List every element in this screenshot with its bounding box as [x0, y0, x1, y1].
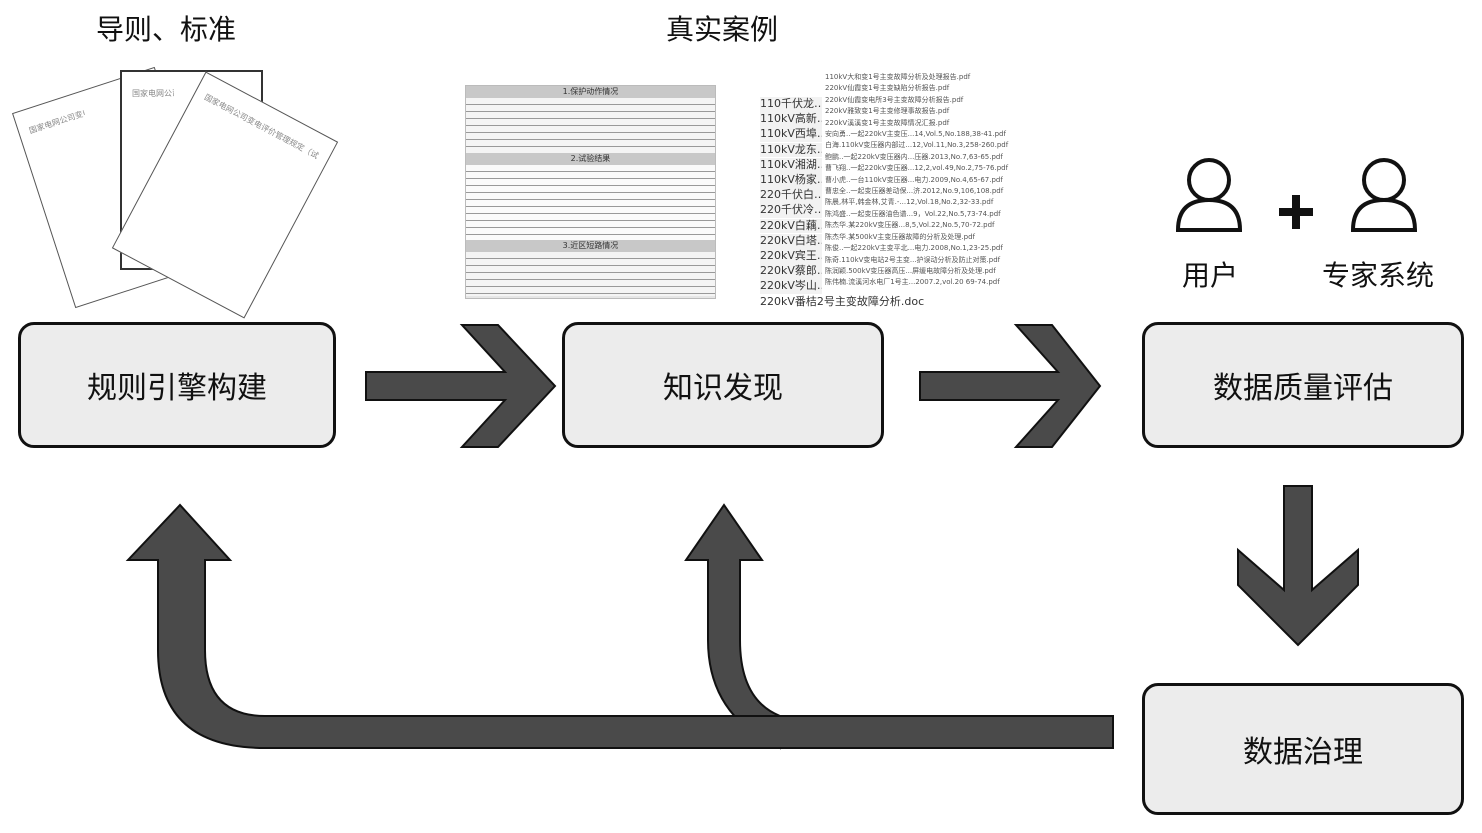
file-item: 220kV宾王…: [760, 249, 822, 264]
user-label: 用户: [1182, 259, 1239, 292]
file-item: 220千伏白…: [760, 188, 822, 203]
file-item: 陈杰华.某500kV主变压器故障的分析及处理.pdf: [825, 232, 976, 241]
file-item: 220kV岑山…: [760, 279, 822, 295]
feedback-arrow-to-rule-engine: [125, 503, 1114, 749]
document-title: 国家电网公司变电评价管理规定（试行）: [132, 89, 174, 98]
file-item: 220kV仙霞变电所3号主变故障分析报告.pdf: [825, 95, 964, 104]
file-item: 220kV雅致变1号主变修理事故报告.pdf: [825, 107, 950, 116]
table-section-title: 1.保护动作情况: [466, 86, 715, 98]
knowledge-discovery-box: 知识发现: [562, 322, 884, 448]
plus-icon: [1279, 195, 1313, 229]
file-item: 110kV杨家…: [760, 173, 822, 188]
expert-system-label: 专家系统: [1322, 259, 1435, 292]
file-item: 陈俊..一起220kV主变平北...电力.2008,No.1,23-25.pdf: [825, 244, 1003, 253]
file-item: 110kV高新…: [760, 112, 822, 127]
file-item: 陈润颖.500kV变压器高压...屏缓电故障分析及处理.pdf: [825, 266, 996, 275]
file-item: 220kV番桔2号主变故障分析.doc: [760, 294, 925, 310]
file-item: 110千伏龙…: [760, 97, 822, 112]
file-item: 220kV溪溪变1号主变故障情况汇报.pdf: [825, 118, 950, 127]
arrow-down: [1237, 485, 1359, 647]
file-item: 110kV西埠…: [760, 127, 822, 143]
file-item: 110kV龙东…: [760, 142, 822, 158]
file-item: 鲍鹏..一起220kV变压器内...压器.2013,No.7,63-65.pdf: [825, 152, 1003, 161]
rule-engine-box: 规则引擎构建: [18, 322, 336, 448]
file-item: 陈杰华.某220kV变压器...8,5,Vol.22,No.5,70-72.pd…: [825, 221, 995, 230]
arrow-right-2: [919, 324, 1102, 448]
arrow-right-1: [365, 324, 557, 448]
file-item: 陈晨,林平,韩金林,艾青.-...12,Vol.18,No.2,32-33.pd…: [825, 198, 994, 207]
cases-label: 真实案例: [666, 13, 779, 46]
data-governance-box: 数据治理: [1142, 683, 1464, 815]
file-item: 陈奇.110kV变电站2号主变...护误动分析及防止对策.pdf: [825, 255, 1001, 264]
file-item: 陈伟楠.流溪河水电厂1号主...2007.2,vol.20 69-74.pdf: [825, 278, 1000, 287]
table-section-title: 2.试验结果: [466, 153, 715, 165]
file-item: 陈鸿盛..一起变压器油色谱...9，Vol.22,No.5,73-74.pdf: [825, 209, 1001, 218]
file-item: 220千伏冷…: [760, 203, 822, 219]
table-section-title: 3.近区短路情况: [466, 240, 715, 252]
file-item: 曹忠全..一起变压器差动保...济.2012,No.9,106,108.pdf: [825, 187, 1004, 196]
feedback-arrow-to-knowledge: [684, 503, 781, 750]
file-item: 白海.110kV变压器内部过...12,Vol.11,No.3,258-260.…: [825, 141, 1009, 150]
file-item: 安向勇..一起220kV主变压...14,Vol.5,No.188,38-41.…: [825, 130, 1006, 139]
file-item: 220kV白塔…: [760, 233, 822, 249]
case-table-image: 1.保护动作情况 2.试验结果 3.近区短路情况: [465, 85, 716, 299]
user-icon: [1175, 158, 1243, 232]
file-item: 110kV湘湖…: [760, 157, 822, 173]
file-item: 220kV蔡郎…: [760, 264, 822, 279]
file-item: 曹小虎..一台110kV变压器...电力.2009,No.4,65-67.pdf: [825, 175, 1003, 184]
file-item: 曹飞翔..一起220kV变压器...12,2,vol.49,No.2,75-76…: [825, 164, 1009, 173]
expert-system-icon: [1350, 158, 1418, 232]
file-list-left: 110千伏龙…110kV高新…110kV西埠…110kV龙东…110kV湘湖…1…: [760, 97, 925, 310]
file-item: 220kV白藕…: [760, 218, 822, 234]
data-quality-box: 数据质量评估: [1142, 322, 1464, 448]
file-item: 110kV大和变1号主变故障分析及处理报告.pdf: [825, 73, 971, 81]
guidelines-label: 导则、标准: [96, 13, 237, 46]
file-list-right: 110kV大和变1号主变故障分析及处理报告.pdf 220kV仙霞变1号主变缺陷分…: [825, 72, 1017, 289]
file-item: 220kV仙霞变1号主变缺陷分析报告.pdf: [825, 84, 950, 93]
